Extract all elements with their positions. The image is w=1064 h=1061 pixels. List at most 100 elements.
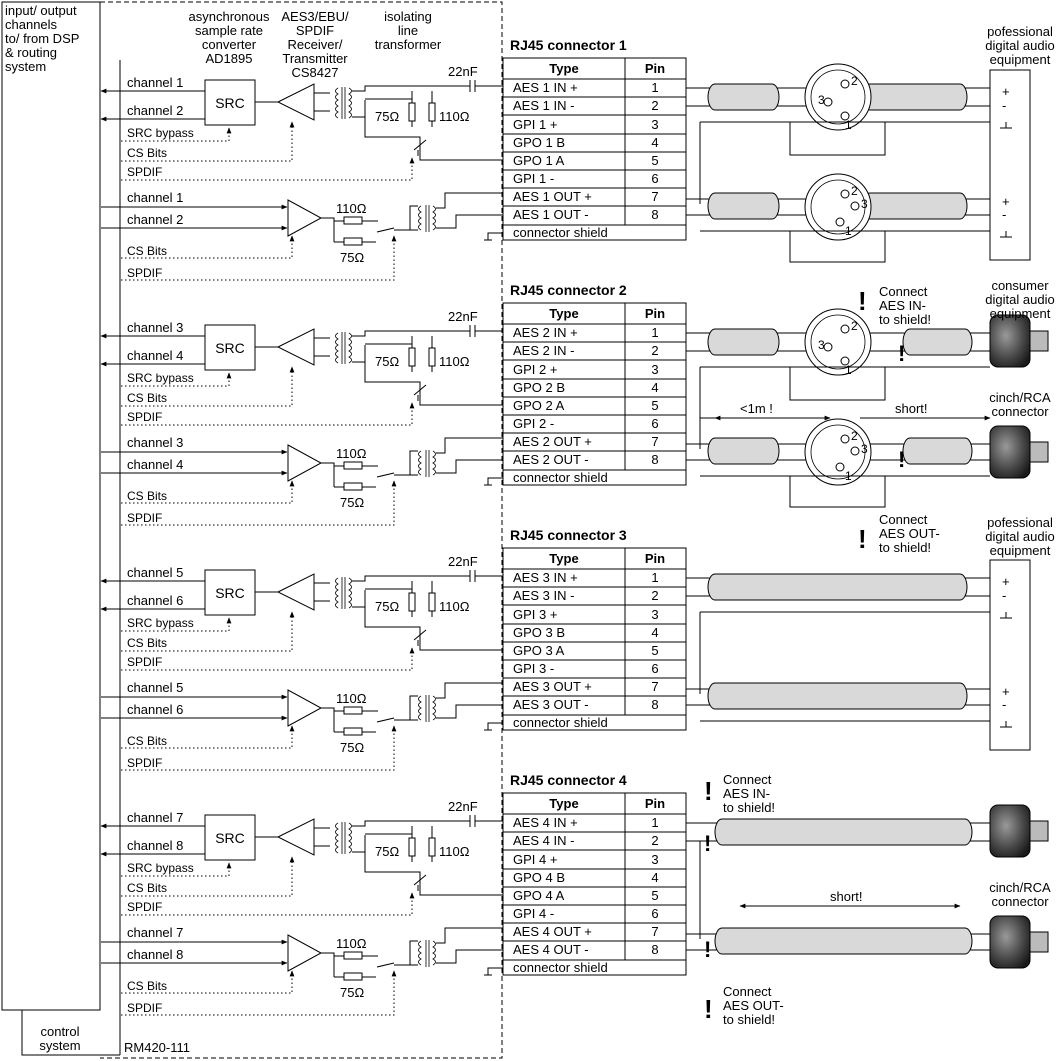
connector-title: RJ45 connector 1 [510,37,627,53]
src-bypass-label: SRC bypass [127,616,194,630]
dsp-title-line: channels [5,17,58,32]
pro-equipment-label: equipment [990,543,1051,558]
pin-type: GPO 1 A [513,153,565,168]
note-line: to shield! [723,1012,775,1027]
pin-type: GPO 2 A [513,398,565,413]
note-line: to shield! [879,312,931,327]
src-block [204,814,256,861]
type-header: Type [549,306,578,321]
rca-label: connector [991,404,1049,419]
channel-label: channel 1 [127,75,183,90]
control-system-label: system [39,1038,80,1053]
pin-number: 5 [651,153,658,168]
dsp-title-line: system [5,59,46,74]
pin-type: GPI 3 + [513,607,557,622]
shield-label: connector shield [513,225,608,240]
pin-type: GPO 3 A [513,643,565,658]
pin-type: AES 3 IN + [513,570,578,585]
r110-label: 110Ω [336,936,367,951]
channel-label: channel 7 [127,810,183,825]
pin-number: 7 [651,434,658,449]
distance-label: <1m ! [740,401,773,416]
warning-mark: ! [898,341,905,366]
pin-type: GPI 2 + [513,362,557,377]
channel-label: channel 7 [127,925,183,940]
warning-icon: ! [704,776,713,806]
r110-label: 110Ω [336,201,367,216]
dsp-routing-box [1,1,101,1011]
pro-equipment-box [989,559,1031,751]
rca-plug-icon [989,915,1049,969]
iso-header: line [398,23,418,38]
spdif-label: SPDIF [127,1001,162,1015]
pin-number: 7 [651,189,658,204]
pin-type: AES 1 OUT + [513,189,592,204]
pin-number: 5 [651,888,658,903]
plus-label: + [1002,684,1010,699]
connector-block-1: channel 1 channel 2 SRC 75Ω 110Ω 22nF [100,24,1055,281]
plus-label: + [1002,574,1010,589]
connector-title: RJ45 connector 4 [510,772,627,788]
pin-number: 1 [651,80,658,95]
pin-number: 5 [651,643,658,658]
pin-type: AES 1 OUT - [513,207,589,222]
warning-icon: ! [858,286,867,316]
pro-equipment-box [989,69,1031,261]
warning-mark: ! [898,447,905,472]
channel-label: channel 6 [127,593,183,608]
svg-text:2: 2 [851,184,858,198]
r75-label: 75Ω [375,109,399,124]
plus-label: + [1002,194,1010,209]
pin-number: 6 [651,661,658,676]
src-block [204,79,256,126]
pro-equipment-label: pofessional [987,24,1053,39]
pro-cable-in: 231 [686,63,990,204]
consumer-equipment-label: digital audio [985,292,1054,307]
rca-label: cinch/RCA [989,390,1051,405]
spdif-label: SPDIF [127,655,162,669]
note-line: Connect [723,772,772,787]
note-line: AES IN- [879,298,926,313]
dsp-title-line: & routing [5,45,57,60]
rca-plug-icon [989,425,1049,479]
channel-label: channel 5 [127,565,183,580]
channel-label: channel 5 [127,680,183,695]
transmitter-amp [287,934,323,972]
pin-type: GPI 4 + [513,852,557,867]
src-label: SRC [215,95,245,111]
pin-number: 5 [651,398,658,413]
r110-label: 110Ω [439,599,470,614]
cs-bits-label: CS Bits [127,391,167,405]
pin-number: 2 [651,588,658,603]
shield-label: connector shield [513,960,608,975]
transmitter-amp [287,689,323,727]
svg-text:3: 3 [818,93,825,107]
consumer-cable-in: ! [686,818,990,939]
src-bypass-label: SRC bypass [127,371,194,385]
pro-equipment-label: equipment [990,52,1051,67]
spdif-label: SPDIF [127,900,162,914]
pin-type: AES 1 IN - [513,98,574,113]
receiver-amp [276,83,315,121]
pin-number: 2 [651,98,658,113]
pin-number: 2 [651,343,658,358]
src-header: asynchronous [189,9,270,24]
cs-bits-label: CS Bits [127,636,167,650]
pro-equipment-label: pofessional [987,515,1053,530]
rca-label: cinch/RCA [989,880,1051,895]
distance-label: short! [895,401,928,416]
r75-label: 75Ω [375,844,399,859]
svg-text:3: 3 [861,197,868,211]
src-bypass-label: SRC bypass [127,126,194,140]
connector-block-2: channel 3 channel 4 SRC 75Ω 110Ω 22nF SR… [100,282,1049,526]
rca-label: connector [991,894,1049,909]
connector-title: RJ45 connector 3 [510,527,627,543]
pin-type: GPO 4 B [513,870,565,885]
pin-type: AES 4 OUT + [513,924,592,939]
pin-type: AES 2 IN + [513,325,578,340]
note-line: AES OUT- [723,998,784,1013]
cs-bits-label: CS Bits [127,489,167,503]
svg-text:2: 2 [851,74,858,88]
pin-type: AES 2 OUT + [513,434,592,449]
